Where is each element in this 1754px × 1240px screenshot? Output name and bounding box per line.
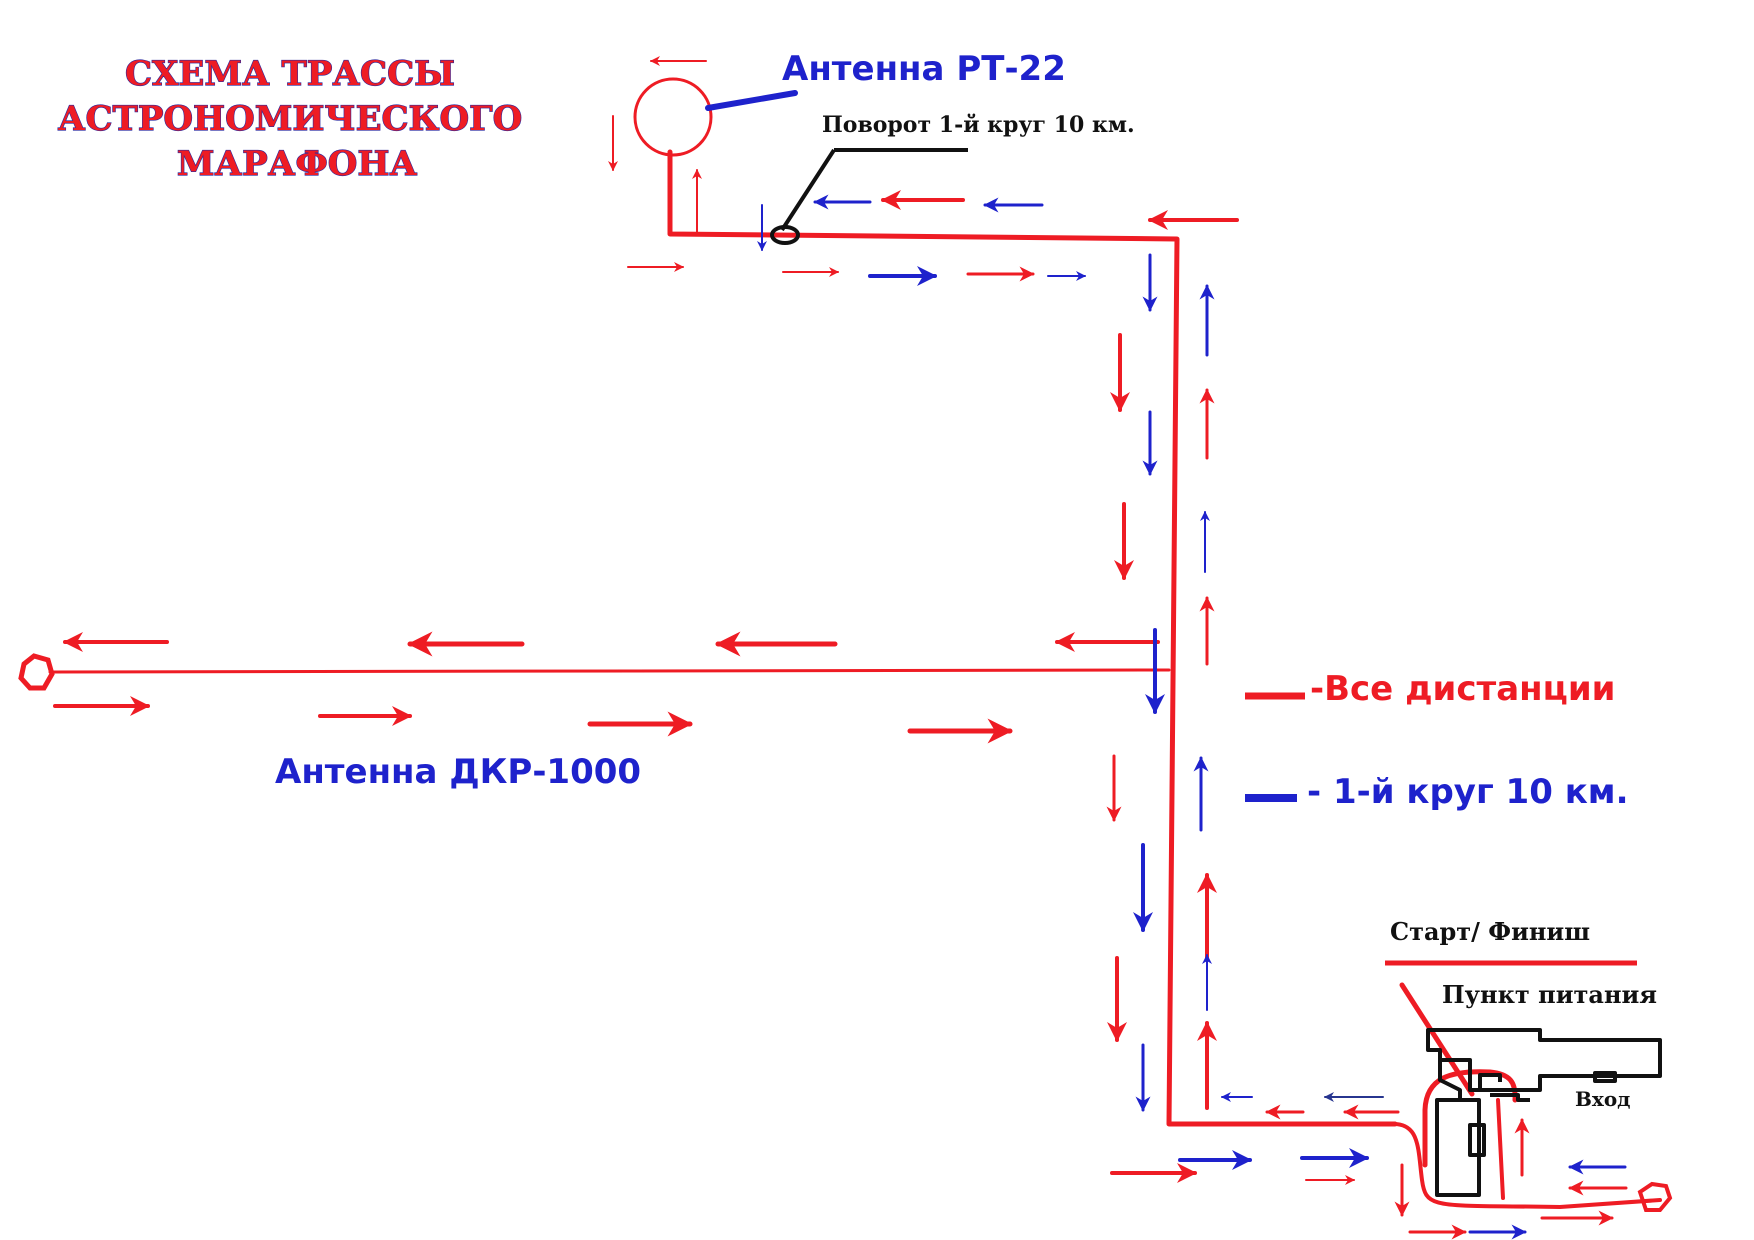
legend-all-distances: -Все дистанции [1310,669,1616,709]
legend: -Все дистанции - 1-й круг 10 км. [1245,669,1629,812]
antenna-dkr1000-label: Антенна ДКР-1000 [275,752,641,792]
turnaround-point-marker [770,225,800,245]
map-title: СХЕМА ТРАССЫ АСТРОНОМИЧЕСКОГО МАРАФОНА [57,53,523,184]
direction-arrows-first-lap [757,194,1627,1240]
direction-arrows-all-distances [53,56,1628,1240]
food-point-label: Пункт питания [1442,980,1657,1009]
route-top-segment [667,149,1398,1127]
route-lower-loop [1393,1122,1662,1209]
antenna-rt22-pointer [705,90,798,111]
map-title-line-2: АСТРОНОМИЧЕСКОГО [58,99,522,139]
legend-first-lap: - 1-й круг 10 км. [1307,772,1629,812]
route-start-loop [1422,1069,1518,1168]
map-title-line-1: СХЕМА ТРАССЫ [125,54,455,94]
route-finish-stub [1496,1098,1505,1200]
entrance-label: Вход [1575,1087,1631,1111]
antenna-rt22-icon [633,77,713,157]
finish-endpoint [1637,1181,1673,1212]
route-dkr-branch [48,668,1171,674]
antenna-rt22-label: Антенна РТ-22 [782,49,1066,89]
start-finish-label: Старт/ Финиш [1390,917,1590,946]
main-route [48,149,1662,1209]
map-title-line-3: МАРАФОНА [177,144,418,184]
antenna-dkr1000-endpoint [18,653,55,691]
route-food-point-pointer [1399,982,1475,1097]
building-outline [1426,1028,1662,1197]
turnaround-label: Поворот 1-й круг 10 км. [822,112,1135,138]
turnaround-pointer [780,148,836,232]
